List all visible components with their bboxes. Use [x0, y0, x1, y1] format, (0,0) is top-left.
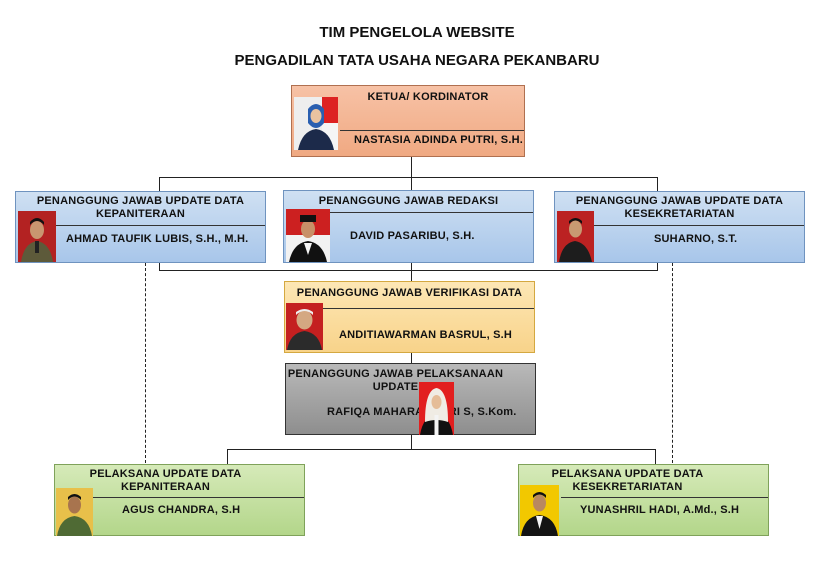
node-person-name: ANDITIAWARMAN BASRUL, S.H	[339, 329, 513, 341]
node-role: PELAKSANA UPDATE DATA KEPANITERAAN	[89, 468, 242, 493]
chart-title: TIM PENGELOLA WEBSITE	[319, 24, 515, 41]
photo-pj-redaksi	[286, 209, 330, 262]
node-pj-kepaniteraan: PENANGGUNG JAWAB UPDATE DATA KEPANITERAA…	[15, 191, 266, 263]
node-pj-redaksi: PENANGGUNG JAWAB REDAKSI DAVID PASARIBU,…	[283, 190, 534, 263]
node-person-name: YUNASHRIL HADI, A.Md., S.H	[580, 504, 740, 516]
node-pelaksana-kepaniteraan: PELAKSANA UPDATE DATA KEPANITERAAN AGUS …	[54, 464, 305, 536]
node-role: KETUA/ KORDINATOR	[367, 91, 489, 103]
photo-pj-kesekretariatan	[557, 211, 594, 262]
connector-right-drop	[657, 177, 658, 191]
photo-pj-verifikasi	[286, 303, 323, 350]
node-person-name: AGUS CHANDRA, S.H	[122, 504, 241, 516]
node-role: PENANGGUNG JAWAB VERIFIKASI DATA	[296, 287, 523, 299]
connector-to-verifikasi	[411, 262, 412, 281]
node-role: PENANGGUNG JAWAB UPDATE DATA KEPANITERAA…	[36, 195, 245, 220]
node-pj-verifikasi: PENANGGUNG JAWAB VERIFIKASI DATA ANDITIA…	[284, 281, 535, 353]
connector-left-up	[159, 263, 160, 270]
node-person-name: AHMAD TAUFIK LUBIS, S.H., M.H.	[66, 233, 249, 245]
node-person-name: DAVID PASARIBU, S.H.	[350, 230, 475, 242]
node-role: PELAKSANA UPDATE DATA KESEKRETARIATAN	[551, 468, 704, 493]
connector-mid-bar	[159, 270, 658, 271]
connector-verifikasi-to-pelaksanaan	[411, 353, 412, 363]
node-role: PENANGGUNG JAWAB PELAKSANAAN UPDATE	[287, 368, 504, 393]
node-role: PENANGGUNG JAWAB REDAKSI	[318, 195, 499, 207]
photo-ketua	[294, 97, 338, 150]
node-role: PENANGGUNG JAWAB UPDATE DATA KESEKRETARI…	[575, 195, 784, 220]
connector-ketua-down	[411, 157, 412, 177]
connector-right-up	[657, 263, 658, 270]
node-pelaksana-kesekretariatan: PELAKSANA UPDATE DATA KESEKRETARIATAN YU…	[518, 464, 769, 536]
dashed-link-right	[672, 263, 673, 463]
node-pj-kesekretariatan: PENANGGUNG JAWAB UPDATE DATA KESEKRETARI…	[554, 191, 805, 263]
node-pj-pelaksanaan: PENANGGUNG JAWAB PELAKSANAAN UPDATE RAFI…	[285, 363, 536, 435]
connector-bottom-bar	[227, 449, 656, 450]
photo-pelaksana-kepaniteraan	[56, 488, 93, 536]
photo-pelaksana-kesekretariatan	[520, 485, 559, 536]
connector-left-drop	[159, 177, 160, 191]
connector-bottom-left-drop	[227, 449, 228, 464]
chart-subtitle: PENGADILAN TATA USAHA NEGARA PEKANBARU	[234, 52, 600, 69]
connector-top-bar	[159, 177, 658, 178]
connector-bottom-right-drop	[655, 449, 656, 464]
connector-mid-drop	[411, 177, 412, 190]
node-ketua: KETUA/ KORDINATOR NASTASIA ADINDA PUTRI,…	[291, 85, 525, 157]
photo-pj-pelaksanaan	[419, 382, 454, 435]
node-person-name: NASTASIA ADINDA PUTRI, S.H.	[354, 134, 523, 146]
dashed-link-left	[145, 263, 146, 463]
connector-pelaksanaan-down	[411, 435, 412, 449]
photo-pj-kepaniteraan	[18, 211, 56, 262]
node-person-name: SUHARNO, S.T.	[654, 233, 738, 245]
